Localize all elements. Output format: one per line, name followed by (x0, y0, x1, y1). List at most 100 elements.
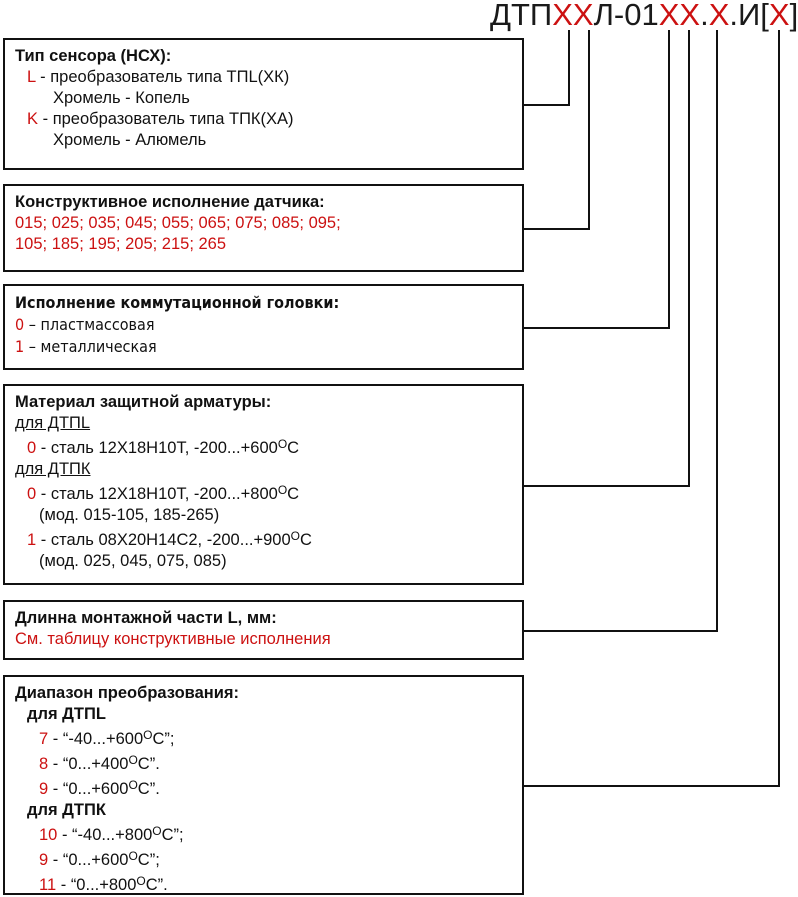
part-number-segment-1: ХХ (552, 0, 594, 32)
part-number-segment-3: ХХ (658, 0, 701, 32)
option-description: “0...+600OС”; (62, 849, 160, 870)
block-title-armature-material: Материал защитной арматуры: (15, 393, 272, 411)
option-description: пластмассовая (40, 315, 155, 334)
block-title-conversion-range: Диапазон преобразования: (15, 684, 239, 702)
option-description: сталь 12Х18Н10Т, -200...+600OС (50, 437, 300, 458)
option-description: “0...+800OС”. (70, 874, 168, 895)
option-description: Хромель - Копель (53, 89, 190, 107)
leader-horizontal-sensor-construction (524, 228, 590, 230)
leader-vertical-head-design (668, 30, 670, 329)
block-head-design: Исполнение коммутационной головки: 0 – пл… (3, 284, 524, 370)
degree-symbol: O (277, 483, 288, 498)
block-line-conversion-range-3: 9 - “0...+600OС”. (5, 775, 522, 800)
part-number-label: ДТПХХЛ-01ХХ.Х.И[Х] (490, 0, 798, 32)
option-separator: – (24, 337, 41, 356)
part-number-segment-2: Л-01 (593, 0, 659, 32)
block-line-armature-material-1: 0 - сталь 12Х18Н10Т, -200...+600OС (5, 434, 522, 459)
option-separator: - (38, 110, 53, 128)
option-description: преобразователь типа ТПК(ХА) (52, 110, 294, 128)
option-description: “0...+600OС”. (62, 778, 160, 799)
degree-symbol: O (136, 874, 146, 889)
option-description: преобразователь типа ТПL(ХК) (50, 68, 290, 86)
block-line-conversion-range-4: для ДТПК (5, 800, 522, 821)
leader-vertical-conversion-range (778, 30, 780, 787)
block-line-head-design-1: 1 – металлическая (5, 336, 522, 358)
block-line-armature-material-2: для ДТПК (5, 459, 522, 480)
block-conversion-range: Диапазон преобразования: для ДТПL 7 - “-40… (3, 675, 524, 895)
block-line-armature-material-0: для ДТПL (5, 413, 522, 434)
option-code: 9 (39, 851, 49, 870)
block-line-conversion-range-7: 11 - “0...+800OС”. (5, 871, 522, 896)
block-line-mounting-length-0: См. таблицу конструктивные исполнения (5, 629, 522, 650)
option-code: 10 (39, 826, 58, 845)
part-number-segment-7: Х (768, 0, 790, 32)
block-line-armature-material-5: 1 - сталь 08Х20Н14С2, -200...+900OС (5, 526, 522, 551)
option-code: 7 (39, 730, 49, 749)
block-sensor-construction: Конструктивное исполнение датчика: 015; 0… (3, 184, 524, 272)
leader-horizontal-sensor-type (524, 104, 570, 106)
block-line-conversion-range-5: 10 - “-40...+800OС”; (5, 821, 522, 846)
leader-vertical-sensor-type (568, 30, 570, 106)
leader-horizontal-armature-material (524, 485, 690, 487)
block-line-sensor-type-2: K - преобразователь типа ТПК(ХА) (5, 109, 522, 130)
option-description: металлическая (40, 337, 157, 356)
part-number-segment-6: .И[ (729, 0, 769, 32)
option-description: сталь 12Х18Н10Т, -200...+800OС (50, 483, 300, 504)
part-number-segment-8: ] (789, 0, 798, 32)
degree-symbol: O (290, 529, 300, 544)
leader-vertical-armature-material (688, 30, 690, 487)
option-description: для ДТПК (15, 460, 91, 479)
option-code: 1 (27, 531, 37, 550)
option-description: “-40...+800OС”; (72, 824, 184, 845)
degree-symbol: O (143, 728, 153, 742)
block-line-sensor-type-0: L - преобразователь типа ТПL(ХК) (5, 67, 522, 88)
option-description: сталь 08Х20Н14С2, -200...+900OС (50, 529, 312, 550)
leader-horizontal-conversion-range (524, 785, 780, 787)
option-code: 11 (39, 876, 57, 895)
block-sensor-type: Тип сенсора (НСХ): L - преобразователь ти… (3, 38, 524, 170)
degree-symbol: O (128, 753, 138, 768)
option-description: для ДТПК (27, 801, 106, 820)
option-separator: - (48, 730, 63, 749)
block-mounting-length: Длинна монтажной части L, мм:См. таблицу… (3, 600, 524, 660)
option-description: “-40...+600OС”; (62, 728, 175, 749)
option-description: (мод. 015-105, 185-265) (39, 506, 220, 525)
option-description: “0...+400OС”. (62, 753, 160, 774)
option-description: для ДТПL (27, 705, 106, 723)
option-code: 9 (39, 780, 49, 799)
option-separator: - (48, 755, 63, 774)
option-code: 0 (15, 315, 25, 334)
block-line-conversion-range-6: 9 - “0...+600OС”; (5, 846, 522, 871)
option-code: 015; 025; 035; 045; 055; 065; 075; 085; … (15, 214, 341, 232)
option-code: 0 (27, 485, 37, 504)
option-separator: - (35, 68, 51, 86)
leader-horizontal-head-design (524, 327, 670, 329)
block-line-conversion-range-0: для ДТПL (5, 704, 522, 725)
degree-symbol: O (128, 849, 138, 864)
part-number-segment-0: ДТП (490, 0, 553, 32)
option-separator: - (48, 780, 63, 799)
degree-symbol: O (277, 437, 288, 451)
block-title-sensor-type: Тип сенсора (НСХ): (15, 47, 172, 65)
block-title-sensor-construction: Конструктивное исполнение датчика: (15, 193, 325, 211)
option-separator: – (24, 315, 41, 334)
block-title-head-design: Исполнение коммутационной головки: (15, 293, 340, 312)
leader-vertical-mounting-length (716, 30, 718, 632)
option-code: 0 (27, 439, 37, 458)
block-line-sensor-type-3: Хромель - Алюмель (5, 130, 522, 151)
option-separator: - (36, 439, 51, 458)
degree-symbol: O (152, 824, 162, 839)
block-line-conversion-range-1: 7 - “-40...+600OС”; (5, 725, 522, 750)
block-line-sensor-construction-0: 015; 025; 035; 045; 055; 065; 075; 085; … (5, 213, 522, 234)
block-line-sensor-construction-1: 105; 185; 195; 205; 215; 265 (5, 234, 522, 255)
part-number-segment-5: Х (708, 0, 730, 32)
degree-symbol: O (128, 778, 138, 793)
option-code: K (27, 110, 39, 128)
block-line-armature-material-4: (мод. 015-105, 185-265) (5, 505, 522, 526)
block-line-conversion-range-2: 8 - “0...+400OС”. (5, 750, 522, 775)
leader-vertical-sensor-construction (588, 30, 590, 230)
part-number-segment-4: . (700, 0, 709, 32)
option-code: 1 (15, 337, 25, 356)
